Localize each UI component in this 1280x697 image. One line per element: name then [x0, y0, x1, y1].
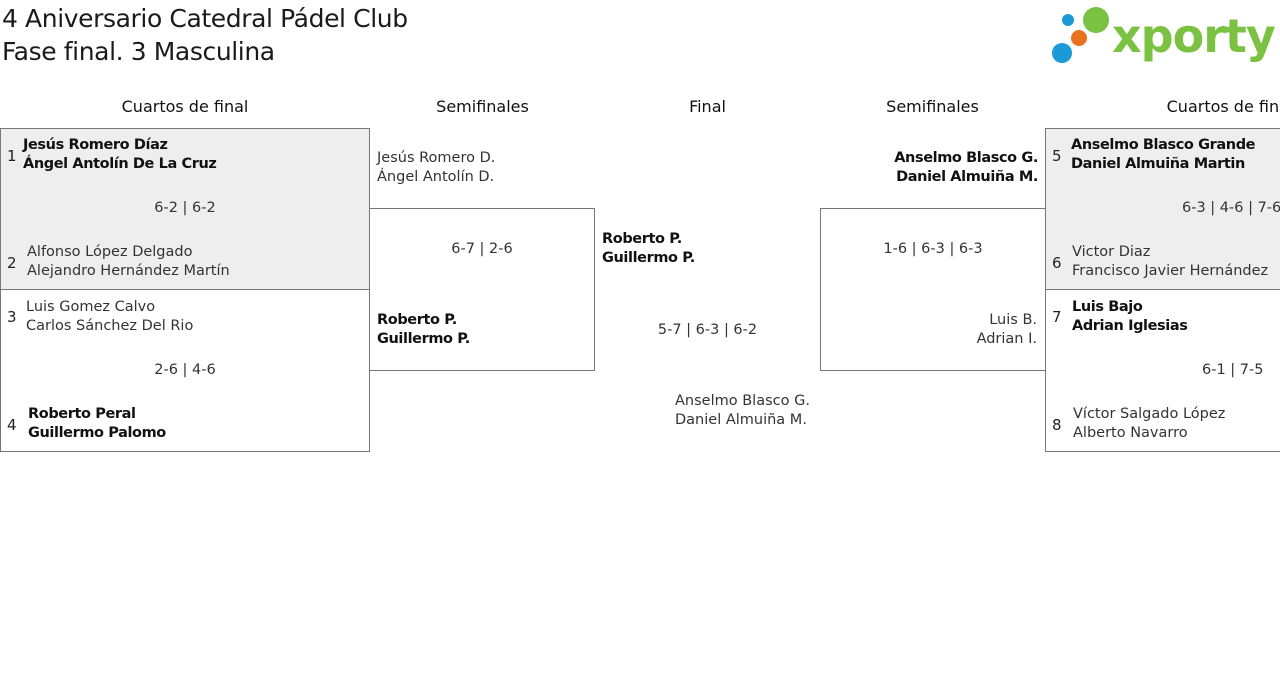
logo-dot-green: [1083, 7, 1109, 33]
logo-dot-orange: [1071, 30, 1087, 46]
round-header-right-semis: Semifinales: [886, 97, 979, 116]
round-header-final: Final: [689, 97, 726, 116]
match-score: 2-6 | 4-6: [154, 362, 216, 378]
match-score: 6-7 | 2-6: [451, 241, 513, 257]
seed-number: 5: [1052, 147, 1062, 165]
page-title: 4 Aniversario Catedral Pádel Club Fase f…: [2, 2, 408, 68]
team-name: Anselmo Blasco G.Daniel Almuiña M.: [675, 393, 810, 428]
team-name: Luis B.Adrian I.: [976, 312, 1037, 347]
logo-dot-blue-top: [1062, 14, 1074, 26]
match-score: 6-1 | 7-5: [1202, 362, 1264, 378]
seed-number: 7: [1052, 308, 1062, 326]
phase-title: Fase final. 3 Masculina: [2, 37, 275, 66]
round-header-left-semis: Semifinales: [436, 97, 529, 116]
match-score: 6-3 | 4-6 | 7-6: [1182, 200, 1280, 216]
match-score: 1-6 | 6-3 | 6-3: [883, 241, 983, 257]
team-name: Roberto P.Guillermo P.: [377, 312, 470, 347]
seed-number: 2: [7, 254, 17, 272]
match-score: 6-2 | 6-2: [154, 200, 216, 216]
seed-number: 4: [7, 416, 17, 434]
logo-dot-blue: [1052, 43, 1072, 63]
match-box-left-semi[interactable]: [369, 208, 595, 371]
team-name: Roberto P.Guillermo P.: [602, 231, 695, 266]
xporty-logo: [1052, 7, 1109, 63]
seed-number: 1: [7, 147, 17, 165]
seed-number: 6: [1052, 254, 1062, 272]
match-score: 5-7 | 6-3 | 6-2: [657, 322, 758, 338]
match-box-qf4[interactable]: [1045, 289, 1280, 452]
logo-wordmark: xporty: [1112, 9, 1276, 63]
round-header-right-quarters: Cuartos de final: [1166, 97, 1280, 116]
round-header-left-quarters: Cuartos de final: [121, 97, 249, 116]
match-box-qf1[interactable]: [0, 128, 370, 290]
seed-number: 8: [1052, 416, 1062, 434]
seed-number: 3: [7, 308, 17, 326]
team-name: Anselmo Blasco G.Daniel Almuiña M.: [894, 150, 1038, 185]
team-name: Jesús Romero D.Ángel Antolín D.: [377, 150, 496, 185]
match-box-qf3[interactable]: [1045, 128, 1280, 290]
tournament-title: 4 Aniversario Catedral Pádel Club: [2, 4, 408, 33]
